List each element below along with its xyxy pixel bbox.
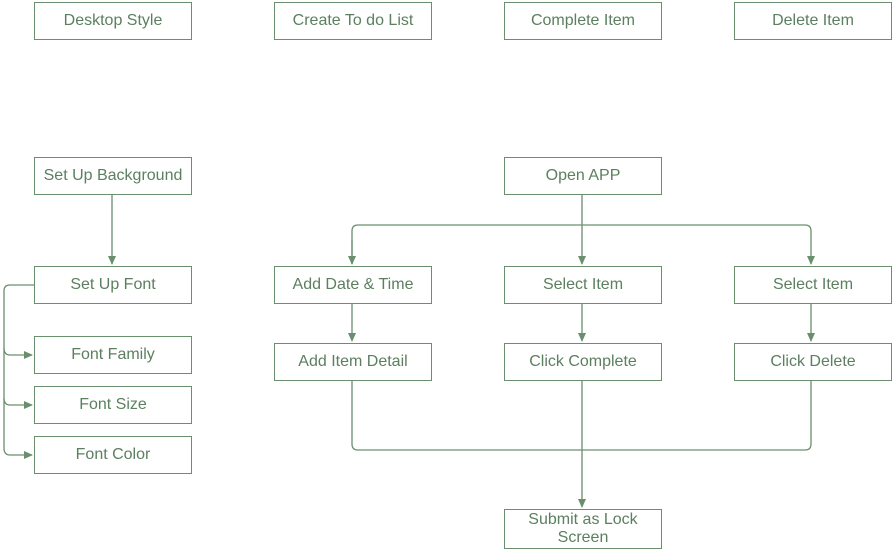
add-item-detail-node: Add Item Detail [274, 343, 432, 381]
connector-font-options-trunk [3, 284, 34, 456]
create-todo-list-node: Create To do List [274, 2, 432, 40]
set-up-font-node: Set Up Font [34, 266, 192, 304]
select-item-delete-node: Select Item [734, 266, 892, 304]
select-item-complete-node: Select Item [504, 266, 662, 304]
add-date-time-node: Add Date & Time [274, 266, 432, 304]
font-size-node: Font Size [34, 386, 192, 424]
click-complete-node: Click Complete [504, 343, 662, 381]
font-color-node: Font Color [34, 436, 192, 474]
click-delete-node: Click Delete [734, 343, 892, 381]
set-up-background-node: Set Up Background [34, 157, 192, 195]
font-family-node: Font Family [34, 336, 192, 374]
desktop-style-node: Desktop Style [34, 2, 192, 40]
connector-to-font-family [3, 347, 33, 359]
submit-lock-screen-node: Submit as Lock Screen [504, 509, 662, 549]
connector-to-font-size [3, 397, 33, 409]
delete-item-node: Delete Item [734, 2, 892, 40]
complete-item-node: Complete Item [504, 2, 662, 40]
open-app-node: Open APP [504, 157, 662, 195]
